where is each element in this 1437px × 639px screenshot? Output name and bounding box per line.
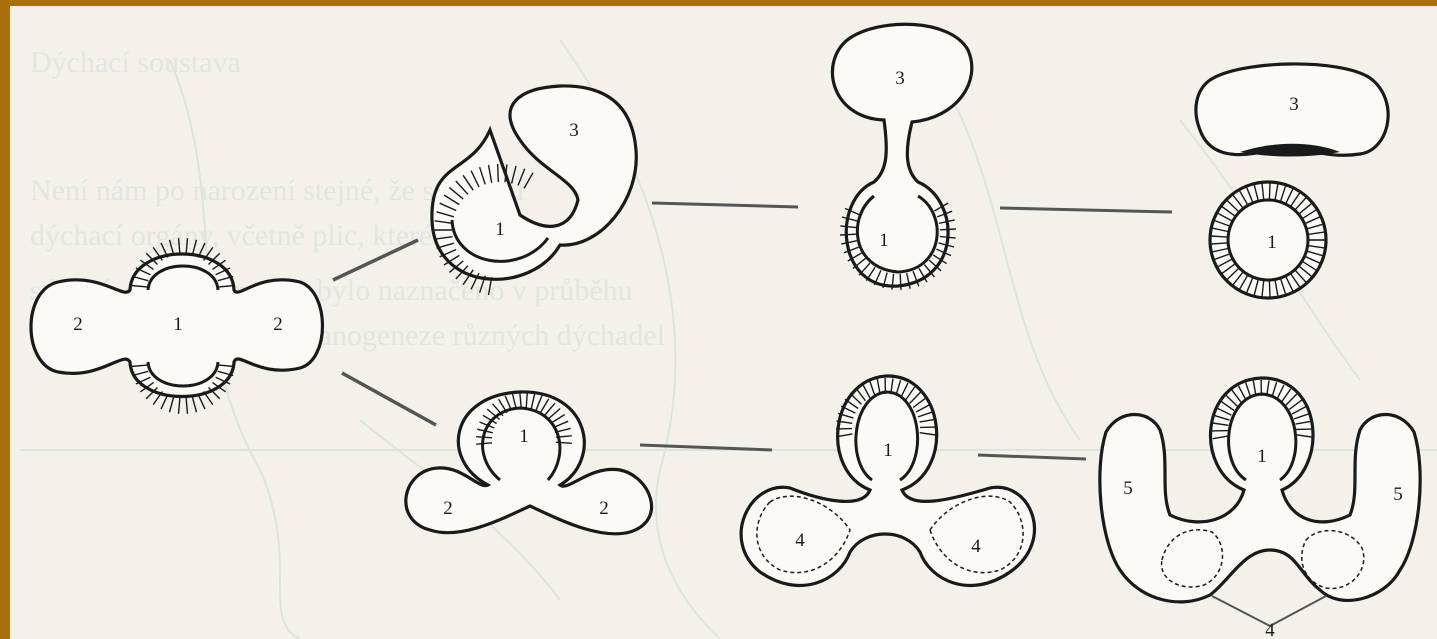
pointer-line-left	[1212, 596, 1270, 626]
connector-bottom-b-to-c	[978, 455, 1086, 459]
stage-bottom-c: 1 5 5 4	[1100, 378, 1420, 639]
label-3: 3	[569, 120, 579, 141]
connector-left-to-bottom	[342, 373, 436, 425]
connector-top-b-to-c	[1000, 208, 1172, 212]
label-5-right: 5	[1393, 484, 1403, 505]
stage-top-b: 3 1	[832, 24, 971, 290]
label-4-bottom: 4	[1265, 620, 1275, 639]
label-1-center: 1	[173, 314, 183, 335]
hatch-mark	[1269, 183, 1270, 199]
embryo-diagram: Dýchací soustava Není nám po narození st…	[10, 6, 1437, 639]
hatch-mark	[186, 398, 187, 414]
label-1: 1	[879, 230, 889, 251]
hatch-mark	[840, 234, 856, 235]
hatch-mark	[198, 395, 205, 410]
pointer-line-right	[1270, 596, 1326, 626]
label-3: 3	[1289, 94, 1299, 115]
hatch-mark	[1269, 281, 1270, 297]
label-1: 1	[495, 219, 505, 240]
hatch-mark	[179, 398, 180, 414]
label-1: 1	[883, 440, 893, 461]
label-5-left: 5	[1123, 478, 1133, 499]
svg-text:Dýchací soustava: Dýchací soustava	[30, 46, 241, 79]
hatch-mark	[498, 164, 499, 182]
hatch-mark	[524, 173, 533, 189]
label-2-right: 2	[273, 314, 283, 335]
hatch-mark	[170, 397, 174, 412]
connector-top-a-to-b	[652, 203, 798, 207]
hatch-mark	[192, 397, 196, 412]
stage-bottom-b: 1 4 4	[741, 376, 1034, 586]
label-4-right: 4	[971, 536, 981, 557]
label-1: 1	[1257, 446, 1267, 467]
label-1: 1	[1267, 232, 1277, 253]
label-4-left: 4	[795, 530, 805, 551]
label-2-right: 2	[599, 498, 609, 519]
stage-top-a: 1 3	[432, 86, 636, 295]
hatch-mark	[940, 229, 956, 230]
stage-left: 2 1 2	[31, 238, 323, 414]
label-1: 1	[519, 426, 529, 447]
label-3: 3	[895, 68, 905, 89]
stage-bottom-b-outline	[741, 376, 1034, 586]
stage-bottom-a: 1 2 2	[406, 392, 652, 534]
hatch-mark	[900, 274, 901, 290]
paper-background: Dýchací soustava Není nám po narození st…	[10, 6, 1437, 639]
label-2-left: 2	[443, 498, 453, 519]
stage-bottom-c-outline	[1100, 378, 1420, 602]
hatch-mark	[161, 395, 168, 410]
label-2-left: 2	[73, 314, 83, 335]
